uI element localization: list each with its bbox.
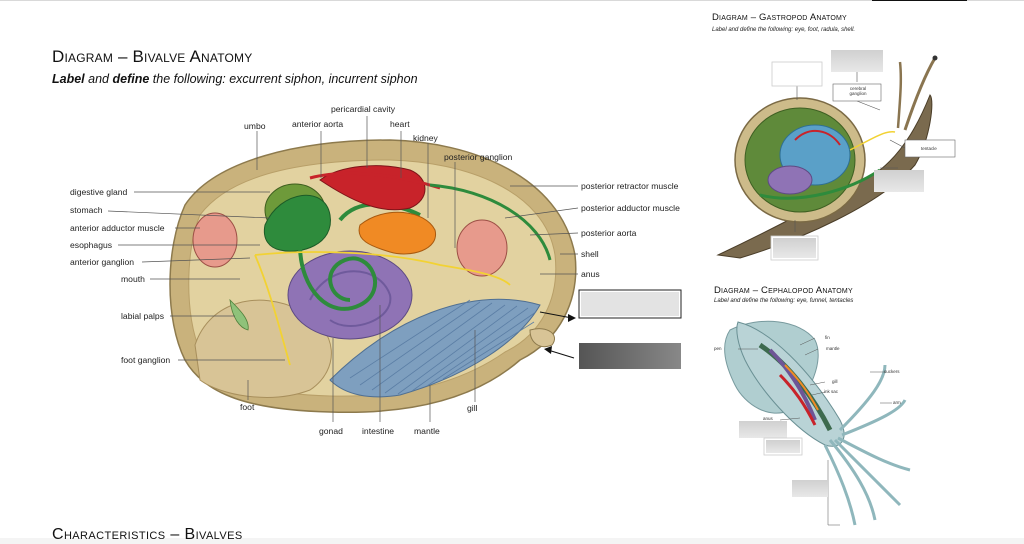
gastropod-title: Diagram – Gastropod Anatomy (712, 12, 847, 23)
instruction-rest: the following: excurrent siphon, incurre… (152, 72, 418, 86)
label-mouth: mouth (121, 274, 145, 284)
label-esophagus: esophagus (70, 240, 113, 250)
label-anterior-ganglion: anterior ganglion (70, 257, 135, 267)
label-gill: gill (832, 379, 838, 384)
label-intestine: intestine (362, 426, 395, 436)
label-posterior-ganglion: posterior ganglion (444, 152, 513, 162)
label-pen: pen (714, 346, 722, 351)
bivalve-labial-palps (229, 298, 249, 331)
label-gill: gill (467, 403, 478, 413)
label-anterior-aorta: anterior aorta (292, 119, 344, 129)
bivalve-kidney (358, 211, 436, 255)
label-cerebral-ganglion: cerebral ganglion (849, 86, 867, 96)
label-anterior-adductor-muscle: anterior adductor muscle (70, 223, 165, 233)
label-foot-ganglion: foot ganglion (121, 355, 171, 365)
label-umbo: umbo (244, 121, 266, 131)
cephalopod-title: Diagram – Cephalopod Anatomy (714, 285, 853, 296)
label-kidney: kidney (413, 133, 438, 143)
bivalve-posterior-adductor (456, 219, 508, 277)
cephalopod-instruction: Label and define the following: eye, fun… (714, 298, 854, 304)
label-stomach: stomach (70, 205, 103, 215)
bivalve-title: Diagram – Bivalve Anatomy (52, 47, 253, 66)
label-posterior-aorta: posterior aorta (581, 228, 637, 238)
label-tentacle: tentacle (921, 146, 937, 151)
page-top-border (0, 0, 1024, 1)
instruction-and-word: and (88, 72, 109, 86)
gastropod-instruction: Label and define the following: eye, foo… (712, 27, 856, 33)
label-gonad: gonad (319, 426, 343, 436)
bivalve-instruction: Label and define the following: excurren… (52, 72, 418, 86)
characteristics-bivalves-heading: Characteristics – Bivalves (52, 526, 243, 543)
label-foot: foot (240, 402, 255, 412)
bivalve-anterior-adductor (192, 212, 238, 268)
label-arm: arm (893, 400, 901, 405)
label-squid-anus: anus (763, 416, 773, 421)
label-posterior-adductor-muscle: posterior adductor muscle (581, 203, 680, 213)
label-anus: anus (581, 269, 600, 279)
top-right-underline (872, 0, 967, 4)
bivalve-foot (194, 299, 332, 398)
bivalve-siphon (529, 328, 555, 348)
label-posterior-retractor-muscle: posterior retractor muscle (581, 181, 679, 191)
label-fin: fin (825, 335, 830, 340)
label-labial-palps: labial palps (121, 311, 164, 321)
label-heart: heart (390, 119, 410, 129)
label-ink-sac: ink sac (824, 389, 839, 394)
label-mantle: mantle (414, 426, 440, 436)
bivalve-stomach (263, 194, 331, 252)
label-suckers: suckers (884, 369, 900, 374)
instruction-define-word: define (112, 72, 150, 86)
label-shell: shell (581, 249, 599, 259)
label-digestive-gland: digestive gland (70, 187, 128, 197)
label-mantle: mantle (826, 346, 840, 351)
bivalve-nerve-cord (254, 251, 511, 366)
label-pericardial-cavity: pericardial cavity (331, 104, 395, 114)
instruction-label-word: Label (52, 72, 85, 86)
